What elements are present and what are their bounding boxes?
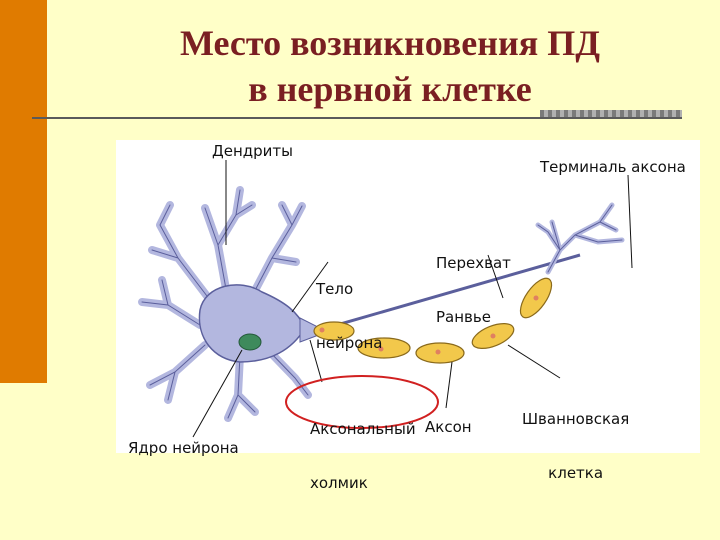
nucleus-shape bbox=[238, 333, 262, 351]
label-axon-hillock: Аксональный холмик bbox=[310, 384, 416, 510]
schwann-nuclei bbox=[319, 295, 539, 355]
label-axon: Аксон bbox=[425, 418, 472, 436]
title-line-2: в нервной клетке bbox=[248, 69, 532, 109]
myelin-segment bbox=[313, 321, 355, 341]
myelin-segment bbox=[357, 337, 411, 359]
label-node-of-ranvier-line2: Ранвье bbox=[436, 308, 491, 326]
slide-title: Место возникновения ПД в нервной клетке bbox=[120, 20, 660, 112]
side-accent-bar bbox=[0, 0, 47, 383]
axon-terminal-drawing bbox=[535, 202, 625, 275]
label-dendrites: Дендриты bbox=[212, 142, 293, 160]
cell-body-shape bbox=[198, 284, 306, 363]
label-cell-body-line1: Тело bbox=[316, 280, 354, 298]
label-node-of-ranvier-line1: Перехват bbox=[436, 254, 511, 272]
label-axon-hillock-line1: Аксональный bbox=[310, 420, 416, 438]
dendrites-drawing bbox=[138, 186, 312, 422]
label-node-of-ranvier: Перехват Ранвье bbox=[436, 218, 511, 344]
axon-hillock-shape bbox=[299, 317, 317, 343]
title-line-1: Место возникновения ПД bbox=[180, 23, 600, 63]
label-cell-body: Тело нейрона bbox=[316, 244, 382, 370]
label-axon-hillock-line2: холмик bbox=[310, 474, 368, 492]
axon-hillock-highlight bbox=[285, 375, 439, 429]
label-axon-terminal: Терминаль аксона bbox=[540, 158, 686, 176]
label-nucleus: Ядро нейрона bbox=[128, 439, 239, 457]
title-underline bbox=[32, 117, 682, 119]
label-cell-body-line2: нейрона bbox=[316, 334, 383, 352]
leader-lines bbox=[192, 160, 633, 438]
label-schwann-cell-line2: клетка bbox=[548, 464, 604, 482]
label-schwann-cell: Шванновская клетка bbox=[522, 374, 629, 500]
title-underline-accent bbox=[540, 110, 682, 117]
label-schwann-cell-line1: Шванновская bbox=[522, 410, 630, 428]
axon-line bbox=[315, 253, 581, 333]
